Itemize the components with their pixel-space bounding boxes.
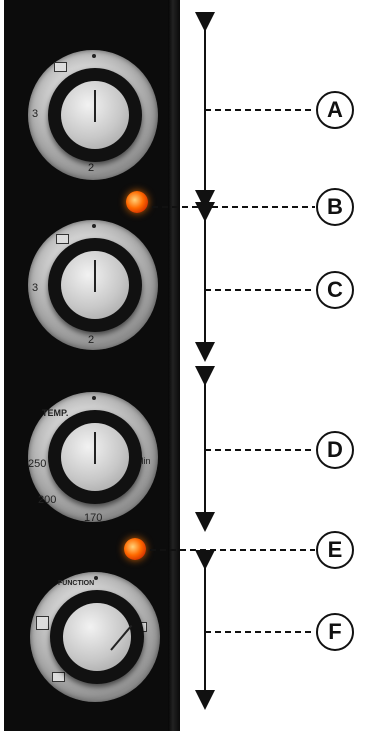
marker-dot xyxy=(92,396,96,400)
temp-200-label: 200 xyxy=(38,494,57,506)
callout-a: A xyxy=(316,91,354,129)
temp-label: TEMP. xyxy=(42,408,69,418)
function-symbol-icon xyxy=(52,672,65,682)
function-label: FUNCTION xyxy=(58,580,95,587)
indicator-lamp-b xyxy=(126,191,148,213)
marker-dot xyxy=(92,54,96,58)
knob-label-2: 2 xyxy=(88,162,95,174)
knob-d-temperature[interactable]: TEMP. 250 200 170 Min xyxy=(28,392,158,524)
knob-pointer xyxy=(94,432,96,464)
knob-label-3: 3 xyxy=(32,108,39,120)
marker-dot xyxy=(92,224,96,228)
knob-pointer xyxy=(94,260,96,292)
callout-c: C xyxy=(316,271,354,309)
marker-dot xyxy=(94,576,98,580)
grill-symbol-icon xyxy=(54,62,67,72)
callout-f: F xyxy=(316,613,354,651)
knob-c[interactable]: 3 2 xyxy=(28,220,158,350)
heating-symbol-icon xyxy=(56,234,69,244)
callout-b: B xyxy=(316,188,354,226)
panel-edge xyxy=(168,0,180,731)
function-symbol-icon xyxy=(36,616,49,630)
knob-a[interactable]: 3 2 xyxy=(28,50,158,180)
knob-pointer xyxy=(94,90,96,122)
callout-e: E xyxy=(316,531,354,569)
callout-d: D xyxy=(316,431,354,469)
knob-label-3: 3 xyxy=(32,282,39,294)
indicator-lamp-e xyxy=(124,538,146,560)
knob-f-function[interactable]: FUNCTION xyxy=(30,572,160,702)
knob-label-2: 2 xyxy=(88,334,95,346)
temp-250-label: 250 xyxy=(28,458,47,470)
temp-170-label: 170 xyxy=(84,512,103,524)
temp-min-label: Min xyxy=(136,456,151,466)
